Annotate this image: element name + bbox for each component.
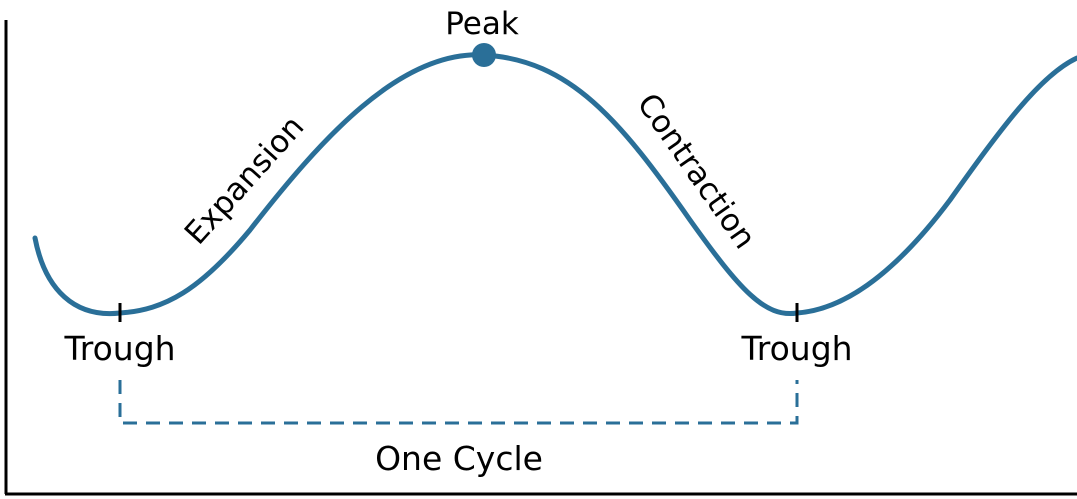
cycle-bracket (118, 380, 799, 425)
trough-left-label: Trough (63, 329, 175, 368)
cycle-curve (32, 52, 1077, 317)
one-cycle-label: One Cycle (375, 439, 543, 478)
peak-label: Peak (445, 6, 519, 42)
peak-marker (472, 43, 496, 67)
trough-right-label: Trough (740, 329, 852, 368)
